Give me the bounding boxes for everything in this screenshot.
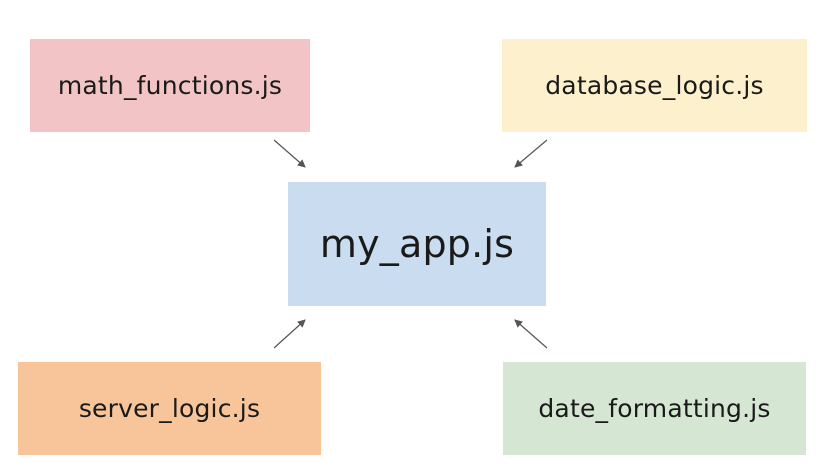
node-server-logic: server_logic.js [18, 362, 321, 455]
node-math-functions-label: math_functions.js [57, 71, 283, 100]
node-date-formatting-label: date_formatting.js [538, 394, 771, 423]
node-my-app: my_app.js [288, 182, 546, 306]
arrow-database-to-app [514, 139, 548, 168]
node-server-logic-label: server_logic.js [78, 394, 261, 423]
arrow-date-to-app [514, 319, 548, 349]
node-math-functions: math_functions.js [30, 39, 310, 132]
arrow-math-to-app [273, 139, 306, 168]
node-my-app-label: my_app.js [319, 222, 515, 266]
node-database-logic: database_logic.js [502, 39, 807, 132]
arrow-server-to-app [273, 319, 306, 349]
node-date-formatting: date_formatting.js [503, 362, 806, 455]
node-database-logic-label: database_logic.js [545, 71, 764, 100]
